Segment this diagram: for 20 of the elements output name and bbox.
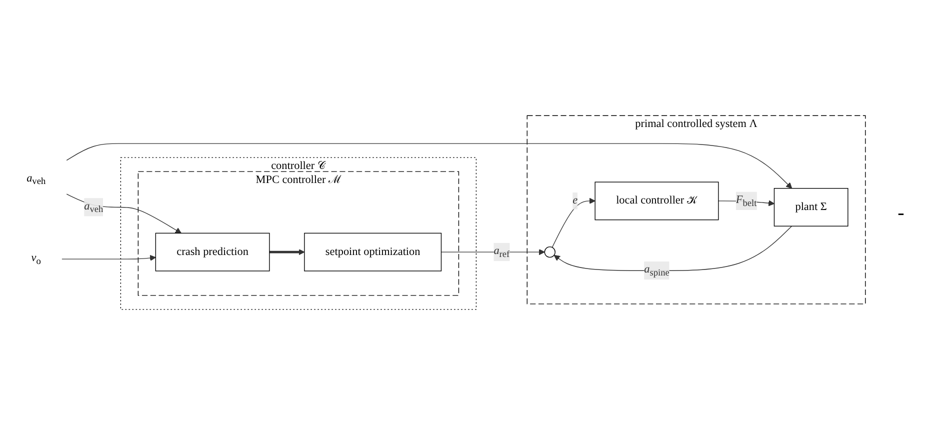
- node-box: setpoint optimization: [304, 233, 442, 272]
- node-text: a$_{veh}$: [26, 172, 46, 187]
- arrow: [66, 144, 792, 190]
- arrow: [554, 226, 792, 272]
- arrow: [66, 194, 182, 234]
- node-circle: [544, 246, 556, 258]
- minus-sign: -: [896, 202, 906, 224]
- node-box: plant Σ: [774, 188, 848, 227]
- arrow: [62, 255, 156, 262]
- arrow: [552, 198, 596, 248]
- node-text: v$_{o}$: [31, 252, 41, 267]
- node-box: local controller 𝒦: [594, 182, 719, 221]
- edge-label: e: [572, 195, 578, 208]
- edge-label: a$_{ref}$: [494, 245, 510, 260]
- arrow: [440, 249, 545, 256]
- edge-label: a$_{veh}$: [84, 200, 104, 215]
- edge-label: F$_{belt}$: [736, 194, 757, 208]
- edge-label: a$_{spine}$: [644, 264, 670, 278]
- arrow: [269, 249, 305, 256]
- node-box: crash prediction: [155, 233, 270, 272]
